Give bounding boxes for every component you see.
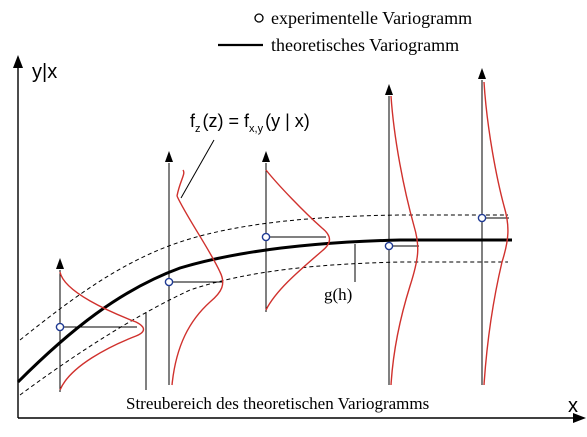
conditional-axis-4 bbox=[385, 84, 393, 385]
density-curve-4 bbox=[390, 95, 419, 386]
experimental-point-4 bbox=[384, 241, 394, 251]
band-label: Streubereich des theoretischen Variogram… bbox=[126, 394, 429, 413]
density-curve-2 bbox=[171, 169, 224, 386]
formula-leader bbox=[180, 139, 215, 199]
band-lower-dashed bbox=[19, 261, 508, 396]
theoretical-variogram-curve bbox=[16, 238, 512, 384]
legend-theoretical-label: theoretisches Variogramm bbox=[271, 35, 459, 55]
density-curve-1 bbox=[59, 271, 145, 391]
x-axis-arrow bbox=[573, 413, 586, 423]
legend-experimental-marker bbox=[254, 13, 264, 23]
band-upper-dashed bbox=[19, 214, 508, 341]
y-axis-arrow bbox=[13, 55, 23, 68]
density-curve-3 bbox=[265, 169, 331, 311]
experimental-point-3 bbox=[261, 232, 271, 242]
conditional-axis-2 bbox=[165, 151, 173, 385]
experimental-point-1 bbox=[55, 322, 65, 332]
density-curve-5 bbox=[483, 81, 509, 386]
density-formula: fz(z) = fx,y(y | x) bbox=[190, 111, 310, 135]
experimental-point-5 bbox=[477, 213, 487, 223]
conditional-axis-3 bbox=[262, 151, 270, 312]
legend-experimental-label: experimentelle Variogramm bbox=[271, 8, 472, 28]
x-axis-label: x bbox=[568, 395, 578, 417]
conditional-axis-5 bbox=[478, 68, 486, 385]
curve-label-g-h: g(h) bbox=[324, 285, 352, 304]
experimental-point-2 bbox=[164, 277, 174, 287]
y-axis-label: y|x bbox=[32, 61, 57, 83]
